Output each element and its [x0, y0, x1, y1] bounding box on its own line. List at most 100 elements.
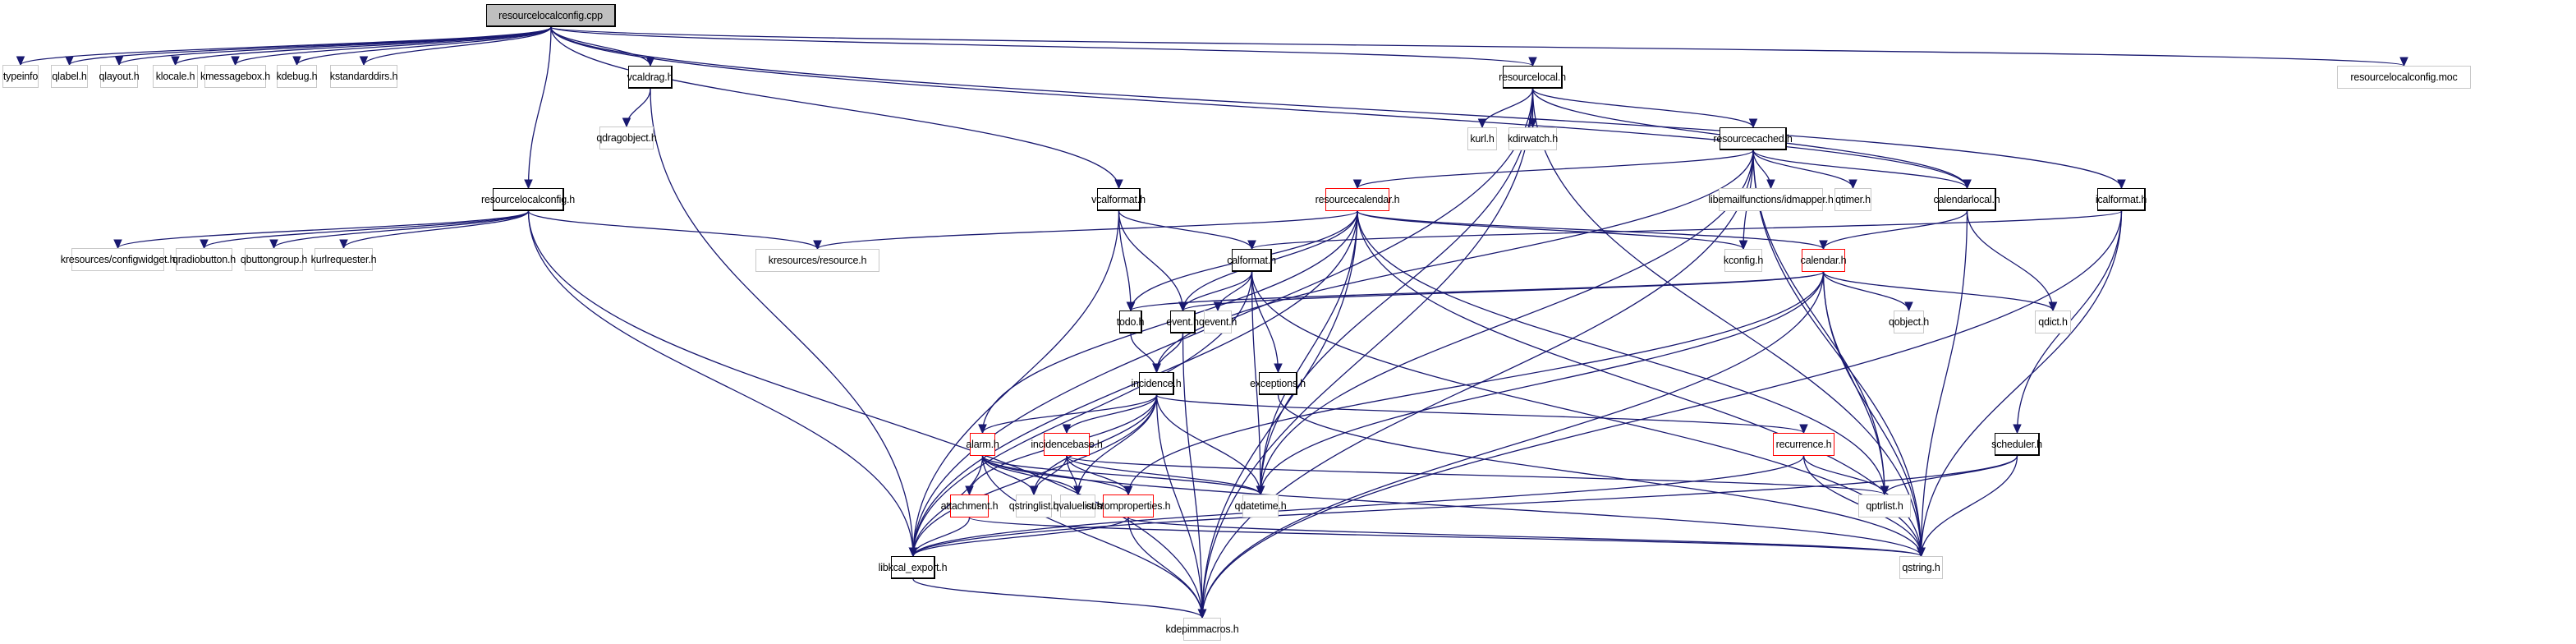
- node-todo[interactable]: todo.h: [1116, 310, 1145, 334]
- node-qvaluelist[interactable]: qvaluelist.h: [1053, 494, 1103, 518]
- node-qevent[interactable]: qevent.h: [1199, 310, 1237, 334]
- edge-root-to-icalformat: [550, 26, 2123, 189]
- node-qdatetime[interactable]: qdatetime.h: [1234, 494, 1287, 518]
- edge-resourcecalendar-to-kconfig: [1357, 210, 1744, 250]
- edge-calendar-to-qobject: [1822, 271, 1910, 311]
- arrowhead-icon: [292, 56, 301, 67]
- node-icalformat[interactable]: icalformat.h: [2095, 188, 2147, 211]
- node-resourcelocal[interactable]: resourcelocal.h: [1499, 66, 1566, 89]
- edge-calendarlocal-to-qstring: [1920, 210, 1968, 557]
- edge-recurrence-to-qptrlist: [1802, 455, 1885, 495]
- node-customproperties[interactable]: customproperties.h: [1086, 494, 1171, 518]
- node-qdict[interactable]: qdict.h: [2035, 310, 2071, 334]
- node-label: customproperties.h: [1086, 500, 1171, 512]
- node-qobject[interactable]: qobject.h: [1889, 310, 1929, 334]
- node-qlabel[interactable]: qlabel.h: [51, 65, 88, 88]
- edge-alarm-to-qvaluelist: [981, 455, 1079, 495]
- edge-resourcecached-to-kdepimmacros: [1201, 150, 1754, 619]
- node-idmapper[interactable]: libemailfunctions/idmapper.h: [1708, 188, 1834, 211]
- node-label: resourcelocalconfig.moc: [2350, 71, 2458, 83]
- node-kdepimmacros[interactable]: kdepimmacros.h: [1166, 618, 1239, 641]
- edge-calformat-to-qstring: [1251, 271, 1922, 557]
- arrowhead-icon: [359, 56, 369, 67]
- node-kdebug[interactable]: kdebug.h: [277, 65, 318, 88]
- arrowhead-icon: [2117, 179, 2126, 190]
- edge-root-to-qlabel: [68, 26, 552, 66]
- node-root[interactable]: resourcelocalconfig.cpp: [486, 4, 616, 27]
- node-label: alarm.h: [966, 439, 999, 450]
- edge-incidence-to-alarm: [981, 394, 1158, 434]
- node-moc[interactable]: resourcelocalconfig.moc: [2337, 66, 2471, 89]
- edge-calendar-to-qdict: [1822, 271, 2054, 311]
- node-klocale[interactable]: klocale.h: [153, 65, 198, 88]
- node-label: icalformat.h: [2095, 193, 2147, 205]
- edge-libkcal_export-to-kdepimmacros: [912, 578, 1203, 619]
- edge-vcalformat-to-todo: [1118, 210, 1132, 311]
- node-kresource[interactable]: kresources/resource.h: [755, 249, 879, 272]
- edge-resourcelocal-to-kdepimmacros: [1201, 88, 1534, 619]
- node-exceptions[interactable]: exceptions.h: [1250, 372, 1306, 395]
- node-label: scheduler.h: [1991, 438, 2042, 450]
- node-resourcecalendar[interactable]: resourcecalendar.h: [1316, 188, 1400, 211]
- node-kmessagebox[interactable]: kmessagebox.h: [200, 65, 270, 88]
- node-label: qptrlist.h: [1866, 500, 1903, 512]
- node-vcaldrag[interactable]: vcaldrag.h: [627, 66, 673, 89]
- node-qtimer[interactable]: qtimer.h: [1834, 188, 1871, 211]
- node-label: qdatetime.h: [1234, 500, 1287, 512]
- edge-incidence-to-qstringlist: [1033, 394, 1158, 495]
- node-recurrence[interactable]: recurrence.h: [1773, 433, 1834, 456]
- node-label: kdepimmacros.h: [1165, 623, 1239, 635]
- edge-resourcecalendar-to-kresource: [816, 210, 1358, 250]
- arrowhead-icon: [231, 56, 240, 67]
- edge-root-to-kstandarddirs: [363, 26, 552, 66]
- node-rlconfigh[interactable]: resourcelocalconfig.h: [481, 188, 575, 211]
- node-calformat[interactable]: calformat.h: [1227, 249, 1276, 272]
- arrowhead-icon: [524, 179, 533, 190]
- edge-customproperties-to-kdepimmacros: [1127, 517, 1203, 619]
- node-kurlrequester[interactable]: kurlrequester.h: [311, 248, 377, 271]
- node-alarm[interactable]: alarm.h: [966, 433, 999, 456]
- node-qbuttongroup[interactable]: qbuttongroup.h: [241, 248, 307, 271]
- node-qstring[interactable]: qstring.h: [1899, 556, 1943, 579]
- node-event[interactable]: event.h: [1166, 310, 1199, 334]
- edge-scheduler-to-libkcal_export: [912, 455, 2018, 557]
- node-attachment[interactable]: attachment.h: [941, 494, 999, 518]
- edge-resourcelocal-to-resourcecached: [1531, 88, 1754, 128]
- arrowhead-icon: [645, 57, 655, 67]
- arrowhead-icon: [1848, 179, 1857, 190]
- arrowhead-icon: [1123, 485, 1133, 496]
- node-configwidget[interactable]: kresources/configwidget.h: [61, 248, 175, 271]
- node-qradiobutton[interactable]: qradiobutton.h: [172, 248, 236, 271]
- arrowhead-icon: [1748, 118, 1758, 129]
- node-qlayout[interactable]: qlayout.h: [99, 65, 140, 88]
- node-kconfig[interactable]: kconfig.h: [1723, 249, 1764, 272]
- node-resourcecached[interactable]: resourcecached.h: [1713, 127, 1793, 150]
- node-label: todo.h: [1116, 315, 1145, 328]
- node-label: qradiobutton.h: [172, 254, 236, 265]
- node-qdragobject[interactable]: qdragobject.h: [596, 126, 657, 150]
- node-qstringlist[interactable]: qstringlist.h: [1009, 494, 1059, 518]
- node-kstandarddirs[interactable]: kstandarddirs.h: [330, 65, 397, 88]
- edge-resourcecalendar-to-calendar: [1357, 210, 1825, 250]
- edge-root-to-kdebug: [296, 26, 552, 66]
- node-label: calendarlocal.h: [1933, 193, 2000, 205]
- node-vcalformat[interactable]: vcalformat.h: [1091, 188, 1146, 211]
- edge-resourcecached-to-calendarlocal: [1752, 150, 1968, 189]
- node-kdirwatch[interactable]: kdirwatch.h: [1508, 127, 1558, 150]
- node-incidence[interactable]: incidence.h: [1131, 372, 1182, 395]
- node-incidencebase[interactable]: incidencebase.h: [1031, 433, 1103, 456]
- node-label: kconfig.h: [1723, 255, 1764, 266]
- node-kurl[interactable]: kurl.h: [1467, 127, 1497, 150]
- arrowhead-icon: [1062, 424, 1072, 435]
- arrowhead-icon: [978, 424, 987, 435]
- node-typeinfo[interactable]: typeinfo: [2, 65, 39, 88]
- node-calendar[interactable]: calendar.h: [1801, 249, 1847, 272]
- node-scheduler[interactable]: scheduler.h: [1991, 433, 2042, 456]
- arrowhead-icon: [1880, 485, 1890, 496]
- edge-root-to-rlconfigh: [527, 26, 552, 189]
- edge-vcaldrag-to-qdragobject: [626, 88, 651, 127]
- edge-resourcecached-to-resourcecalendar: [1357, 150, 1754, 189]
- node-calendarlocal[interactable]: calendarlocal.h: [1933, 188, 2000, 211]
- node-qptrlist[interactable]: qptrlist.h: [1858, 494, 1911, 518]
- node-libkcal_export[interactable]: libkcal_export.h: [879, 556, 948, 579]
